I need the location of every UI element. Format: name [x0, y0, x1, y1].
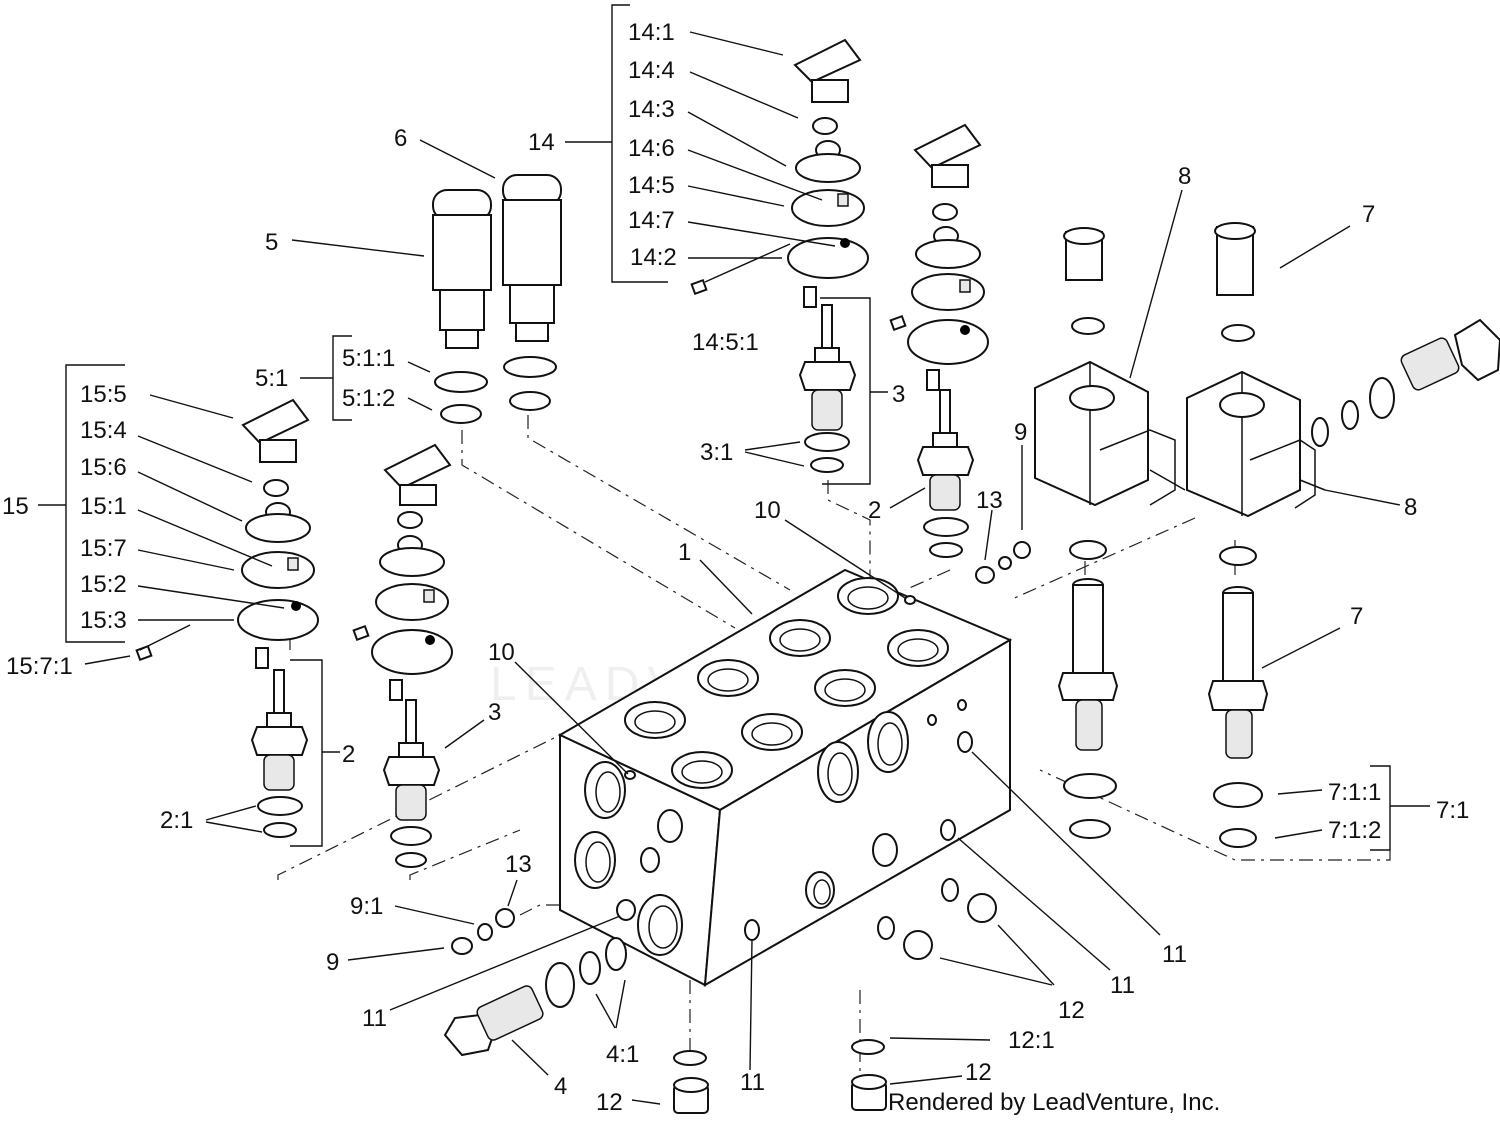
callout-5: 5 [265, 229, 278, 256]
callout-14: 14 [528, 129, 555, 156]
solenoid-valve-stem-right [1207, 586, 1269, 848]
callout-14-3: 14:3 [628, 96, 675, 123]
callout-6: 6 [394, 125, 407, 152]
callout-4: 4 [554, 1073, 567, 1100]
callout-14-2: 14:2 [630, 244, 677, 271]
callout-4-1: 4:1 [606, 1041, 639, 1068]
callout-11-bottom: 11 [740, 1069, 765, 1096]
callout-9-1: 9:1 [350, 893, 383, 920]
callout-7-1: 7:1 [1436, 797, 1469, 824]
callout-11-left: 11 [362, 1005, 387, 1032]
callout-3-left: 3 [488, 699, 501, 726]
callout-10-top: 10 [754, 497, 781, 524]
adjuster-assembly-middle-left [352, 443, 453, 701]
relief-valve-5 [432, 189, 492, 424]
solenoid-valve-stem-left [1057, 578, 1119, 839]
callout-7-1-1: 7:1:1 [1328, 779, 1381, 806]
callout-14-5: 14:5 [628, 172, 675, 199]
callout-11-mid-right: 11 [1110, 972, 1135, 999]
callout-13-top: 13 [976, 487, 1003, 514]
manifold-block [557, 568, 1013, 987]
cartridge-valve-2-left [250, 669, 309, 838]
callout-12-bottom-right: 12 [965, 1059, 992, 1086]
callout-2-left: 2 [342, 741, 355, 768]
solenoid-coil-8-left [1034, 227, 1186, 560]
callout-5-1: 5:1 [255, 365, 288, 392]
callout-15-1: 15:1 [80, 493, 127, 520]
callout-9-bottom: 9 [326, 949, 339, 976]
callout-15-7-1: 15:7:1 [6, 653, 73, 680]
callout-7-1-2: 7:1:2 [1328, 817, 1381, 844]
callout-14-1: 14:1 [628, 19, 675, 46]
relief-valve-6 [502, 174, 562, 411]
callout-14-6: 14:6 [628, 135, 675, 162]
cartridge-valve-3-left [382, 699, 441, 868]
callout-8-top: 8 [1178, 163, 1191, 190]
callout-15-6: 15:6 [80, 454, 127, 481]
callout-15-7: 15:7 [80, 535, 127, 562]
callout-13-bottom: 13 [505, 851, 532, 878]
side-cartridge-top-right [1311, 318, 1500, 447]
callout-1: 1 [678, 539, 691, 566]
callout-15-3: 15:3 [80, 607, 127, 634]
callout-14-4: 14:4 [628, 57, 675, 84]
callout-5-1-1: 5:1:1 [342, 345, 395, 372]
callout-15-2: 15:2 [80, 571, 127, 598]
leader-lines [38, 4, 1430, 1105]
callout-3-1: 3:1 [700, 439, 733, 466]
callout-14-7: 14:7 [628, 207, 675, 234]
callout-9-top: 9 [1014, 419, 1027, 446]
callout-12-1: 12:1 [1008, 1027, 1055, 1054]
callout-12-right: 12 [1058, 997, 1085, 1024]
plug-9-top [975, 541, 1031, 584]
callout-12-bottom-left: 12 [596, 1089, 623, 1116]
callout-7-mid: 7 [1350, 603, 1363, 630]
assembly-center-lines [277, 415, 1391, 1075]
callout-8-right: 8 [1404, 494, 1417, 521]
callout-15-4: 15:4 [80, 417, 127, 444]
callout-7-top: 7 [1362, 201, 1375, 228]
callout-10-left: 10 [488, 639, 515, 666]
cartridge-valve-2-right [916, 389, 975, 558]
solenoid-coil-8-right [1186, 222, 1326, 566]
callout-3-top: 3 [892, 381, 905, 408]
render-credit: Rendered by LeadVenture, Inc. [888, 1089, 1220, 1116]
adjuster-assembly-right [889, 123, 989, 391]
callout-15-5: 15:5 [80, 381, 127, 408]
callout-2-right: 2 [868, 497, 881, 524]
adjuster-assembly-14 [690, 38, 869, 308]
callout-11-right: 11 [1162, 941, 1187, 968]
callout-14-5-1: 14:5:1 [692, 329, 759, 356]
callout-2-1: 2:1 [160, 807, 193, 834]
callout-labels: 14:1 14:4 14:3 14:6 14:5 14:7 14:2 14 14… [2, 19, 1469, 1116]
adjuster-assembly-15 [135, 398, 319, 669]
cartridge-valve-3-top [798, 304, 857, 473]
callout-15: 15 [2, 493, 29, 520]
bottom-plugs-and-fittings [443, 878, 997, 1114]
callout-5-1-2: 5:1:2 [342, 385, 395, 412]
